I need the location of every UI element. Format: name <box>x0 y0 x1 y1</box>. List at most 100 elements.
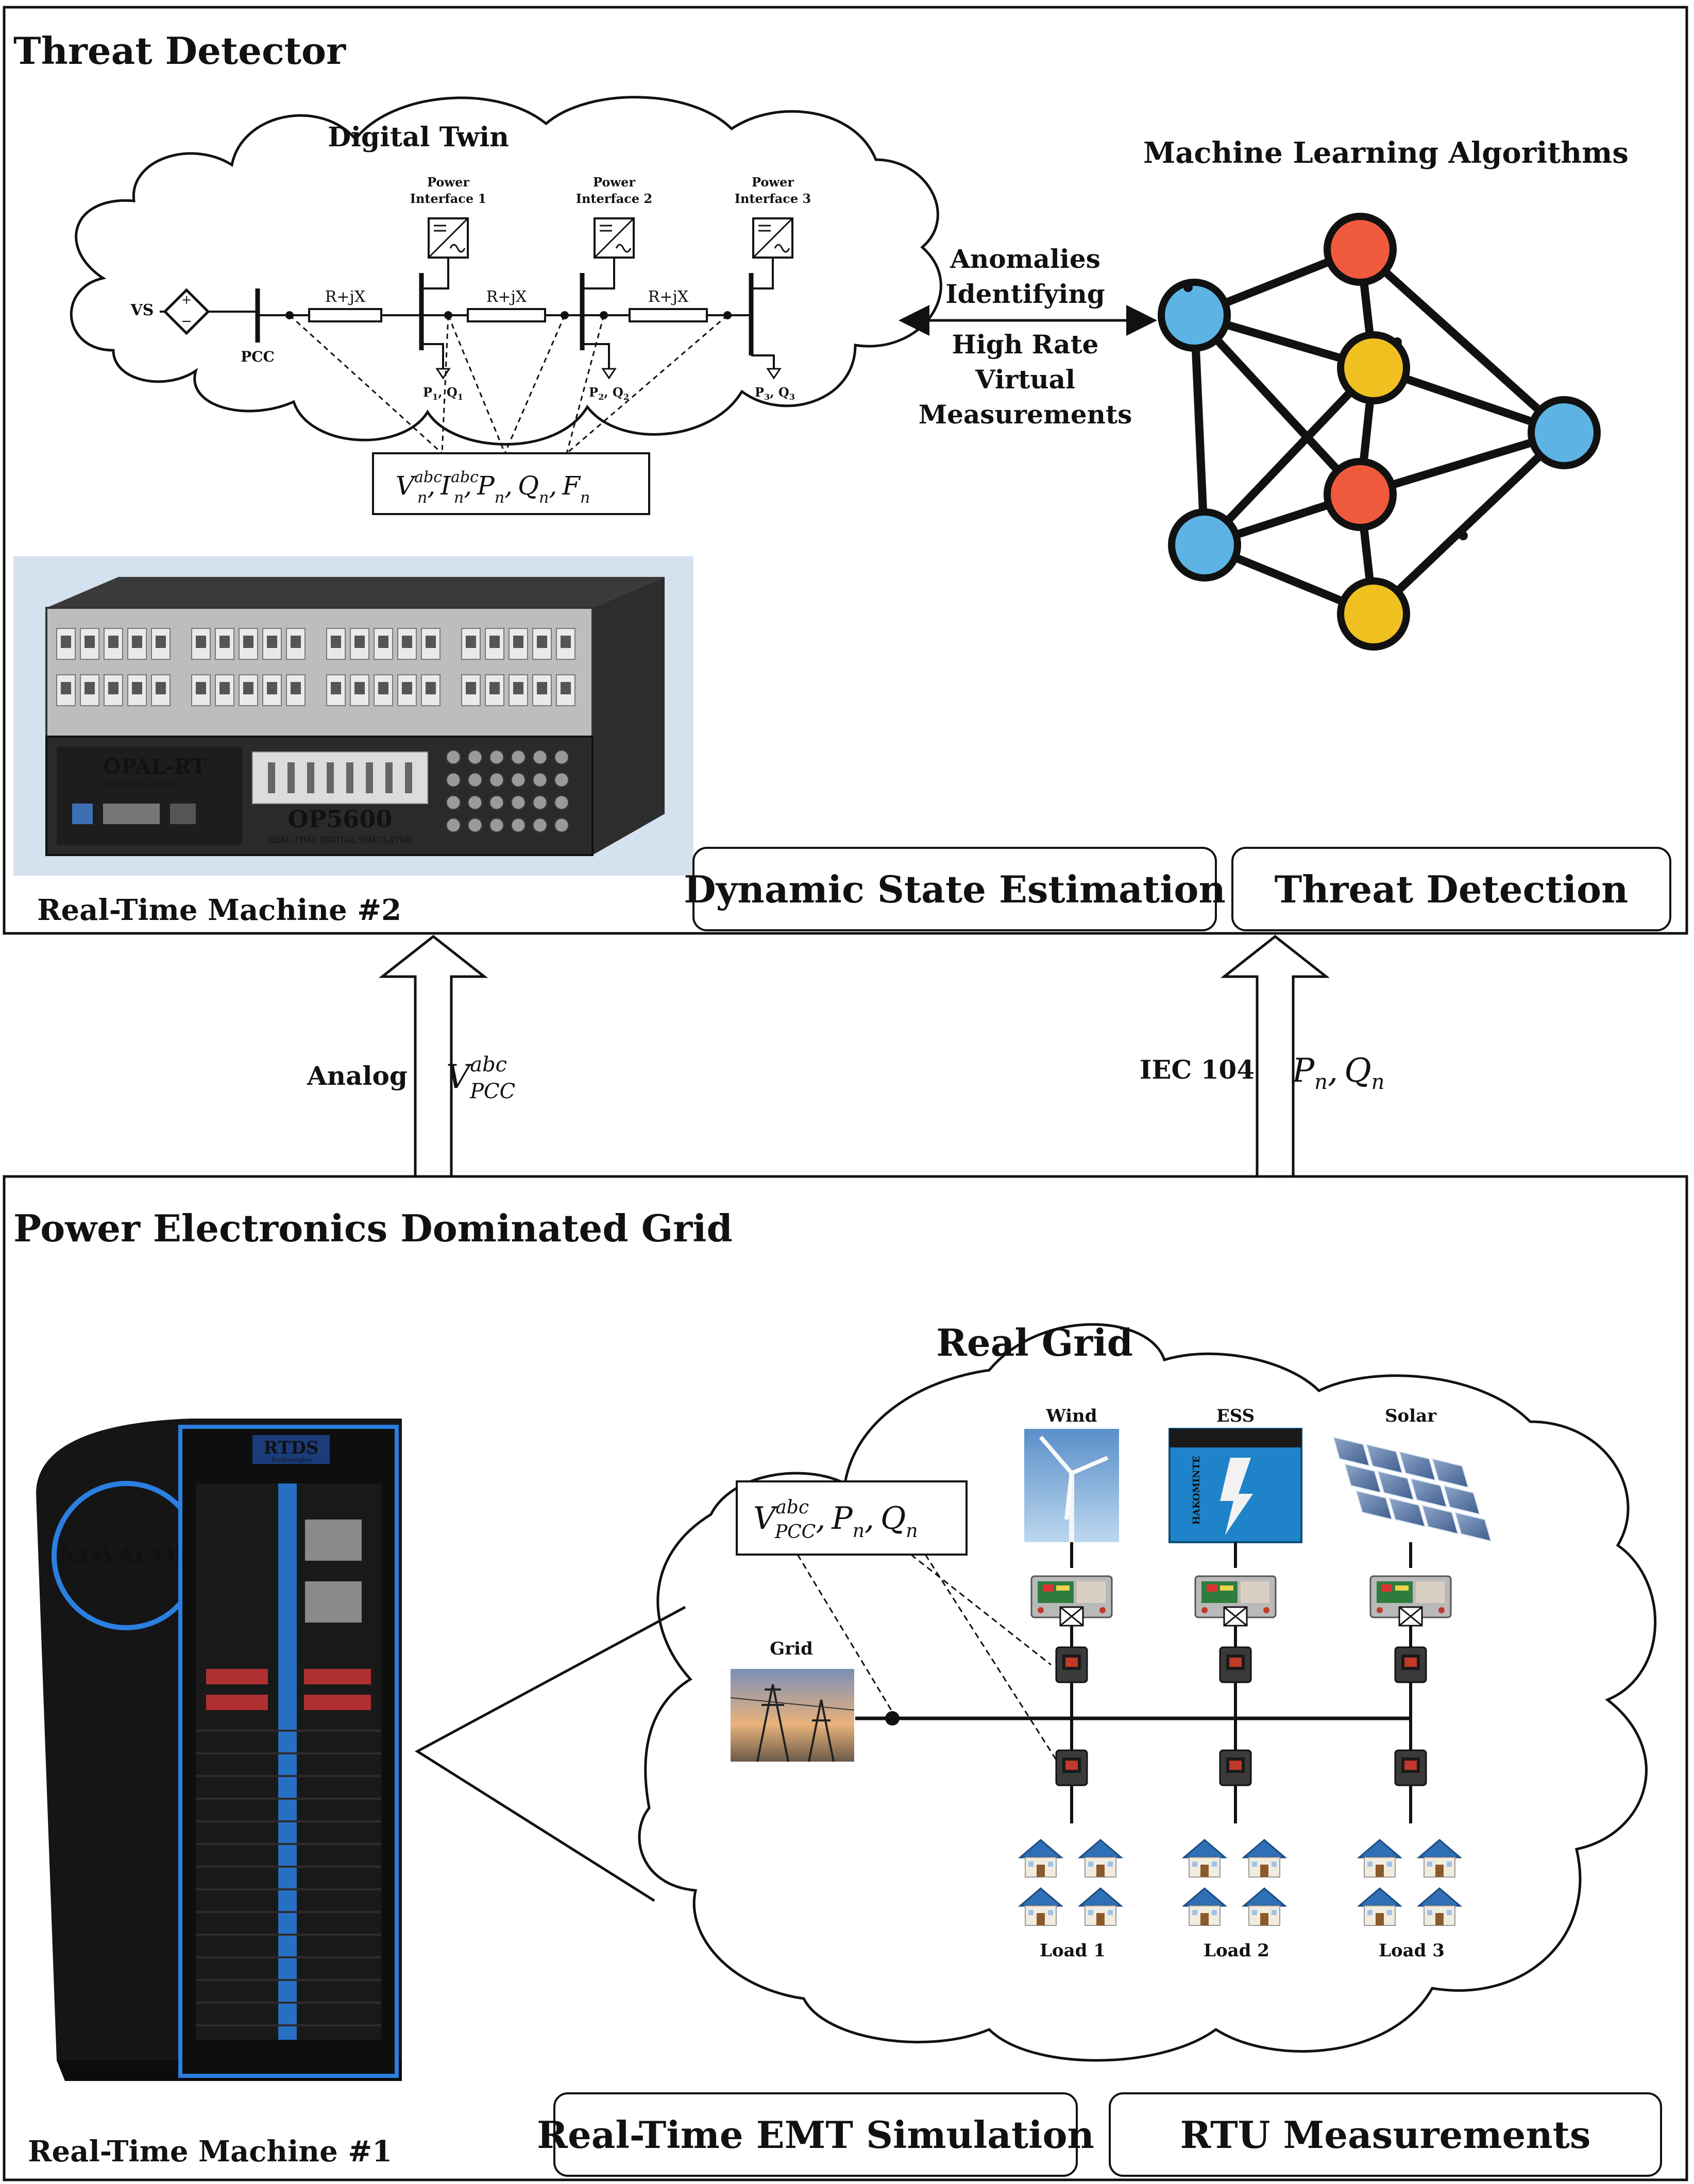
digital-twin-cloud <box>70 96 942 446</box>
svg-text:TECHNOLOGIES: TECHNOLOGIES <box>103 779 176 789</box>
inverter-icon <box>594 217 635 259</box>
load-arrow-icon <box>601 368 617 380</box>
svg-text:−: − <box>181 314 192 329</box>
load-label-2: Load 2 <box>1204 1940 1269 1961</box>
load-label-3: Load 3 <box>1379 1940 1445 1961</box>
real-time-machine-2-label: Real-Time Machine #2 <box>37 893 401 927</box>
impedance-label-2: R+jX <box>486 288 527 306</box>
voltage-source-icon <box>163 288 210 335</box>
ml-node <box>1337 331 1410 404</box>
inverter-icon <box>752 217 793 259</box>
source-meter-icon <box>1055 1646 1088 1683</box>
svg-text:Technologies: Technologies <box>270 1456 311 1463</box>
op5600-model: OP5600 <box>288 805 393 833</box>
rtds-rack: NOVACOR RTDS Technologies <box>36 1419 402 2081</box>
impedance-label-1: R+jX <box>325 288 366 306</box>
load-3: P3, Q3 <box>751 354 795 402</box>
load-label-1: Load 1 <box>1040 1940 1106 1961</box>
ml-node <box>1168 508 1241 582</box>
analog-up-arrow <box>378 934 488 1178</box>
anomaly-exchange: Anomalies Identifying High Rate Virtual … <box>899 244 1157 430</box>
op5600-simulator: OPAL-RT TECHNOLOGIES OP5600 REAL-TIME DI… <box>13 556 693 876</box>
load-meter-icon <box>1055 1749 1088 1786</box>
real-grid-title: Real Grid <box>936 1321 1133 1364</box>
svg-text:Interface 1: Interface 1 <box>410 191 487 206</box>
source-label-1: Wind <box>1046 1406 1097 1426</box>
ml-node <box>1324 213 1397 286</box>
svg-text:P2, Q2: P2, Q2 <box>589 385 629 402</box>
ml-node <box>1528 396 1601 469</box>
ml-node <box>1158 279 1231 352</box>
twin-measurement-links <box>289 314 728 454</box>
ml-node <box>1337 577 1410 651</box>
dynamic-state-estimation-label: Dynamic State Estimation <box>684 867 1226 911</box>
load-2: P2, Q2 <box>582 343 629 402</box>
impedance-3 <box>629 308 708 322</box>
ml-node <box>1324 458 1397 531</box>
svg-text:Power: Power <box>593 175 635 190</box>
feeder-2: ESS HAKOMINTE Load 2 <box>1168 1406 1302 1961</box>
iec104-up-arrow <box>1220 934 1330 1178</box>
svg-text:Virtual: Virtual <box>975 364 1075 395</box>
impedance-label-3: R+jX <box>648 288 689 306</box>
svg-text:Identifying: Identifying <box>945 279 1105 309</box>
iec104-label: IEC 104 <box>1140 1054 1255 1085</box>
ml-title: Machine Learning Algorithms <box>1143 136 1629 170</box>
svg-text:High Rate: High Rate <box>952 329 1099 360</box>
ml-edge <box>1190 311 1209 549</box>
svg-text:+: + <box>181 293 192 307</box>
power-interface-2: Power Interface 2 <box>576 175 653 289</box>
load-1: P1, Q1 <box>421 343 463 402</box>
ml-edge <box>1200 364 1378 549</box>
dynamic-state-estimation-button[interactable] <box>692 847 1217 931</box>
impedance-2 <box>467 308 546 322</box>
svg-text:Anomalies: Anomalies <box>950 244 1100 274</box>
svg-text:P3, Q3: P3, Q3 <box>755 385 795 402</box>
rtu-measurement-box <box>736 1480 968 1556</box>
twin-measurement-box <box>372 452 650 515</box>
power-interface-3: Power Interface 3 <box>735 175 811 289</box>
real-time-machine-1-label: Real-Time Machine #1 <box>28 2135 392 2169</box>
threat-detection-label: Threat Detection <box>1275 867 1629 911</box>
svg-text:HAKOMINTE: HAKOMINTE <box>1191 1456 1202 1525</box>
rtu-measurements-label: RTU Measurements <box>1180 2113 1591 2157</box>
ml-edge <box>1190 311 1364 499</box>
callout-wedge <box>415 1606 686 1902</box>
transmission-tower-image <box>730 1669 855 1762</box>
svg-text:Power: Power <box>427 175 469 190</box>
source-meter-icon <box>1394 1646 1427 1683</box>
digital-twin-title: Digital Twin <box>328 122 509 153</box>
novacor-logo: NOVACOR <box>58 1542 195 1569</box>
ml-edge <box>1356 245 1568 437</box>
source-label-2: ESS <box>1216 1406 1255 1426</box>
real-time-emt-simulation-button[interactable] <box>553 2092 1078 2177</box>
grid-panel-title: Power Electronics Dominated Grid <box>13 1206 733 1250</box>
load-meter-icon <box>1219 1749 1252 1786</box>
grid-source-label: Grid <box>770 1639 813 1659</box>
vs-label: VS <box>130 301 154 319</box>
opal-rt-logo: OPAL-RT <box>103 755 206 779</box>
load-arrow-icon <box>766 368 782 380</box>
rtu-measurements-button[interactable] <box>1109 2092 1662 2177</box>
solar-panel-image <box>1332 1436 1492 1542</box>
rtds-logo: RTDS <box>264 1438 319 1458</box>
pn-qn-label: Pn,Qn <box>1292 1052 1384 1094</box>
inverter-icon <box>428 217 469 259</box>
svg-text:Interface 2: Interface 2 <box>576 191 653 206</box>
threat-detector-title: Threat Detector <box>13 29 346 73</box>
svg-text:Power: Power <box>752 175 794 190</box>
svg-text:Measurements: Measurements <box>919 399 1132 430</box>
ml-network-graph <box>1158 213 1601 651</box>
load-meter-icon <box>1394 1749 1427 1786</box>
impedance-1 <box>308 308 382 322</box>
source-label-3: Solar <box>1385 1406 1437 1426</box>
svg-text:P1, Q1: P1, Q1 <box>423 385 463 402</box>
real-time-emt-simulation-label: Real-Time EMT Simulation <box>537 2113 1094 2157</box>
threat-detection-button[interactable] <box>1231 847 1671 931</box>
analog-label: Analog <box>307 1061 408 1091</box>
